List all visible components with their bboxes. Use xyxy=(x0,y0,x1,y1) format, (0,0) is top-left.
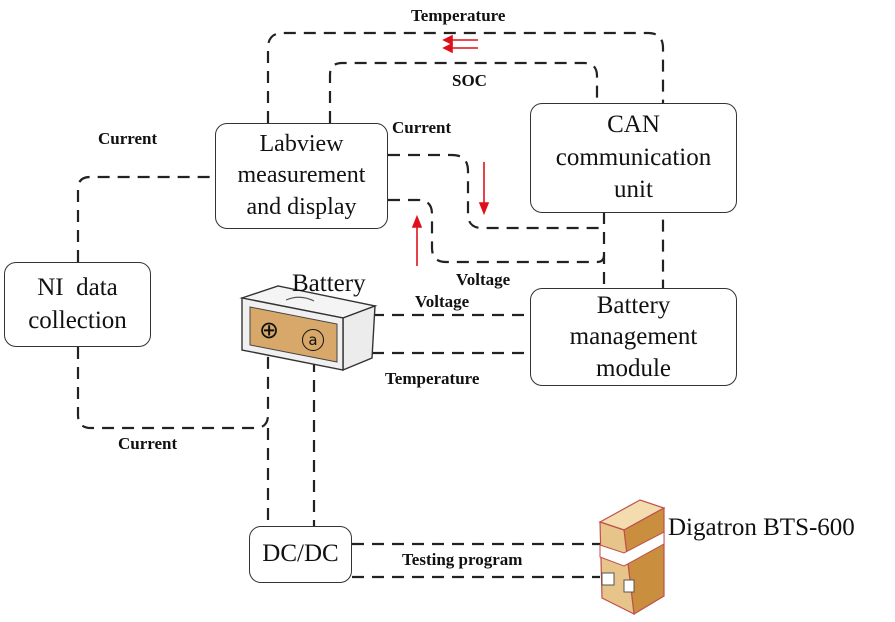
battery-icon xyxy=(239,285,378,372)
can-line-1: CAN xyxy=(607,111,660,139)
dcdc-box: DC/DC xyxy=(249,526,352,583)
minus-terminal-glyph: a xyxy=(308,331,318,349)
ni-line-1: NI data xyxy=(37,274,118,301)
can-line-2: communication xyxy=(555,143,712,171)
voltage-line xyxy=(388,198,606,264)
current-can-line xyxy=(388,153,604,230)
labview-line-1: Labview xyxy=(259,131,344,158)
temperature-loop-line xyxy=(266,31,665,288)
voltage-label-1: Voltage xyxy=(456,270,511,289)
digatron-label: Digatron BTS-600 xyxy=(668,514,855,541)
temperature-arrow xyxy=(442,34,478,54)
ni-battery-line xyxy=(76,338,270,430)
ni-data-collection-box: NI data collection xyxy=(4,262,151,347)
minus-terminal-icon: a xyxy=(302,329,324,351)
flow-arrows xyxy=(411,34,490,266)
can-line-3: unit xyxy=(614,176,653,204)
temperature-bottom-label: Temperature xyxy=(385,369,480,388)
ni-labview-line xyxy=(76,175,215,262)
bms-line-3: module xyxy=(596,354,671,382)
labview-line-2: measurement xyxy=(237,162,366,189)
current-down-arrow xyxy=(478,162,490,216)
battery-label: Battery xyxy=(292,270,366,297)
bms-line-2: management xyxy=(569,323,698,351)
plus-terminal-icon: ⊕ xyxy=(258,316,280,344)
current-left-label: Current xyxy=(98,129,158,148)
current-mid-label: Current xyxy=(392,118,452,137)
ni-line-2: collection xyxy=(28,306,127,334)
testing-program-label: Testing program xyxy=(402,550,523,569)
current-bottom-label: Current xyxy=(118,434,178,453)
digatron-icon xyxy=(598,499,666,616)
dcdc-label: DC/DC xyxy=(262,540,339,568)
battery-management-box: Battery management module xyxy=(530,288,737,386)
soc-loop-line xyxy=(328,61,599,123)
temperature-top-label: Temperature xyxy=(411,6,506,25)
voltage-up-arrow xyxy=(411,214,423,266)
voltage-label-2: Voltage xyxy=(415,292,470,311)
labview-line-3: and display xyxy=(246,193,357,220)
labview-box: Labview measurement and display xyxy=(215,123,388,229)
bms-line-1: Battery xyxy=(596,292,671,320)
can-unit-box: CAN communication unit xyxy=(530,103,737,213)
soc-label: SOC xyxy=(452,71,487,90)
